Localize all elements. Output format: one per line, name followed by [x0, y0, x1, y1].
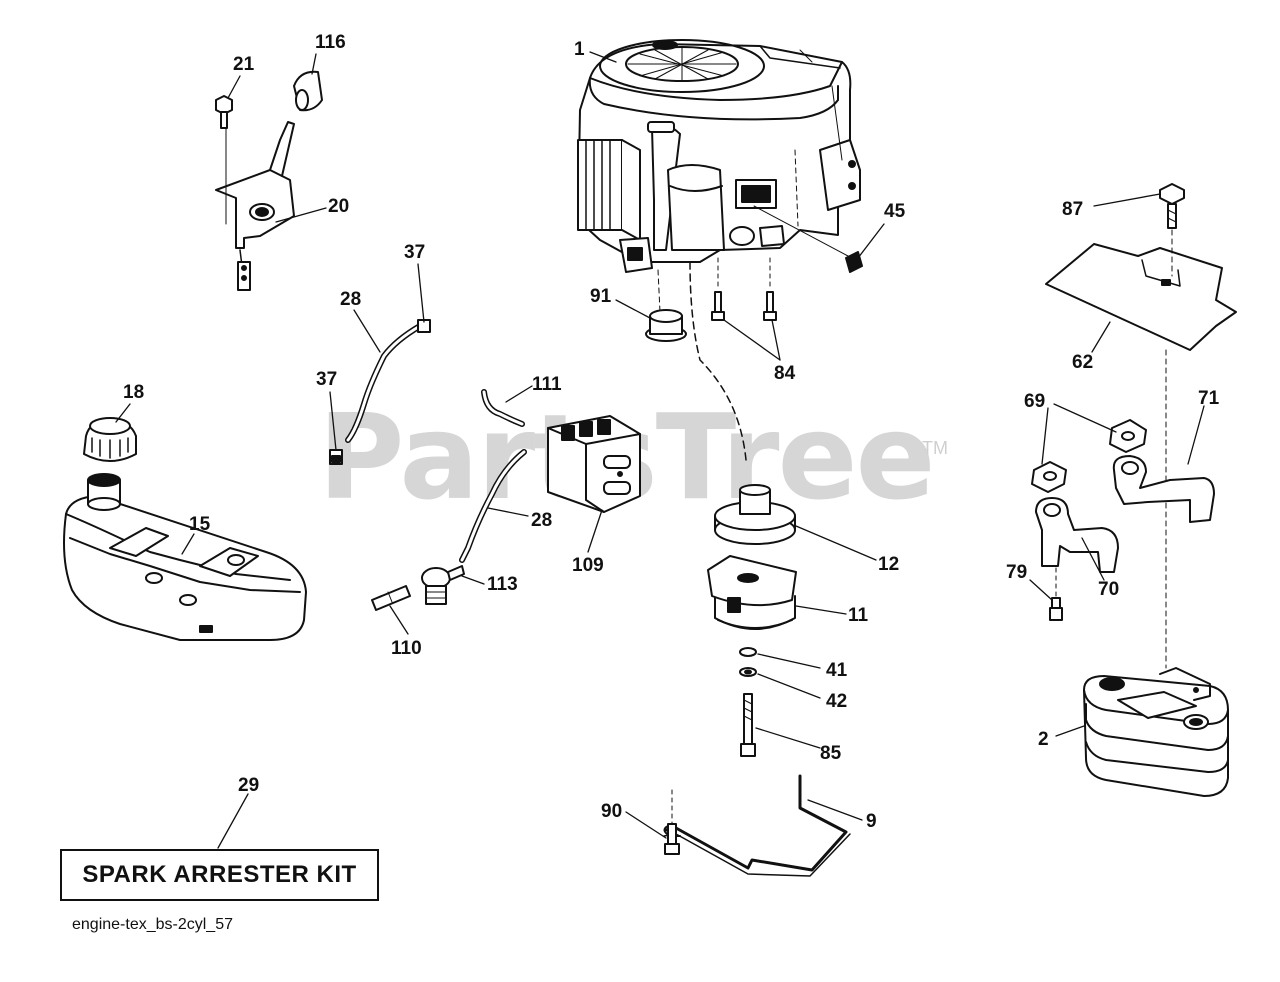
callout-2: 2 [1038, 729, 1049, 750]
callout-29: 29 [238, 775, 260, 796]
callout-28-upper: 28 [340, 289, 362, 310]
callout-42: 42 [826, 691, 848, 712]
callout-71: 71 [1198, 388, 1220, 409]
callout-111: 111 [532, 374, 562, 395]
callout-37-upper: 37 [404, 242, 426, 263]
callout-109: 109 [572, 555, 604, 576]
part-79-bolt [1049, 567, 1063, 621]
callout-20: 20 [328, 196, 350, 217]
part-111-hose [481, 389, 525, 427]
callout-90: 90 [601, 801, 623, 822]
part-28-hose-lower [459, 449, 527, 563]
callout-69: 69 [1024, 391, 1046, 412]
callout-70: 70 [1098, 579, 1120, 600]
part-70-exhaust-pipe [1035, 497, 1119, 573]
callout-21: 21 [233, 54, 255, 75]
callout-116: 116 [315, 32, 346, 53]
part-90-bolt [664, 789, 680, 855]
callout-15: 15 [189, 514, 211, 535]
callout-12: 12 [878, 554, 900, 575]
spark-arrester-kit-label: SPARK ARRESTER KIT [60, 849, 379, 901]
callout-62: 62 [1072, 352, 1094, 373]
part-71-exhaust-pipe [1112, 455, 1215, 523]
callout-110: 110 [391, 638, 422, 659]
part-41-42-washers [739, 647, 757, 677]
part-69-gaskets [1031, 419, 1147, 493]
throttle-assembly [215, 70, 323, 291]
callout-45: 45 [884, 201, 906, 222]
part-91 [645, 269, 687, 342]
callout-84: 84 [774, 363, 796, 384]
diagram-code: engine-tex_bs-2cyl_57 [72, 916, 233, 933]
leader-lines [115, 51, 1205, 849]
callout-79: 79 [1006, 562, 1028, 583]
part-113-valve [421, 565, 465, 605]
part-2-muffler [1083, 667, 1229, 797]
callout-18: 18 [123, 382, 145, 403]
callout-9: 9 [866, 811, 877, 832]
part-9-bracket [663, 774, 851, 877]
callout-91: 91 [590, 286, 612, 307]
part-28-hose-upper [329, 319, 431, 465]
part-11-clutch [707, 555, 797, 630]
part-12-pulley [714, 484, 796, 545]
part-84 [711, 257, 777, 321]
callout-41: 41 [826, 660, 848, 681]
part-18-fuel-cap [83, 417, 137, 462]
fuel-tank [63, 473, 307, 641]
callout-1: 1 [574, 39, 585, 60]
callout-85: 85 [820, 743, 842, 764]
part-62-heat-shield [1045, 229, 1237, 669]
engine [577, 39, 863, 273]
callout-28-lower: 28 [531, 510, 553, 531]
part-110-fitting [371, 585, 411, 611]
callout-37-lower: 37 [316, 369, 338, 390]
callout-11: 11 [848, 605, 869, 626]
trademark-mark: TM [922, 438, 948, 458]
callout-87: 87 [1062, 199, 1084, 220]
part-87-screw [1159, 183, 1185, 229]
part-85-bolt [740, 693, 756, 757]
callout-113: 113 [487, 574, 518, 595]
part-109-pump [547, 415, 641, 513]
